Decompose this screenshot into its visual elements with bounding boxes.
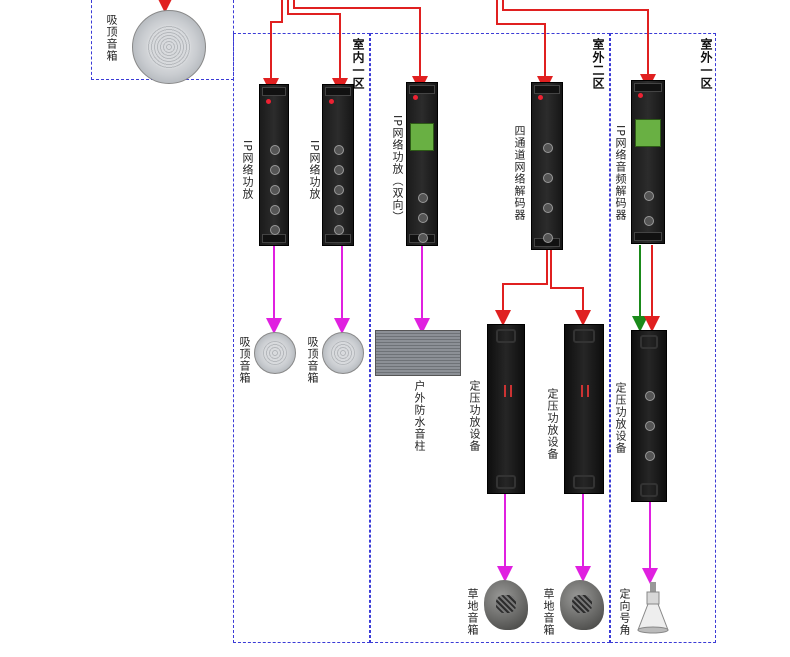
cv-amp-1-label: 定压功放设备 (468, 380, 481, 452)
zone-outdoor-1 (610, 33, 716, 643)
lawn-speaker-2 (560, 580, 604, 630)
top-ceiling-speaker-label: 吸顶音箱 (105, 14, 118, 62)
top-ceiling-speaker (132, 10, 206, 84)
ip-audio-decoder-label: IP网络音频解码器 (614, 125, 627, 221)
zone-indoor-1 (233, 33, 370, 643)
ip-amp-twoway-label: IP网络功放（双向） (391, 115, 404, 223)
zone-outdoor-2 (370, 33, 610, 643)
outdoor-column-label: 户外防水音柱 (413, 380, 426, 452)
lawn-speaker-1-label: 草地音箱 (466, 588, 479, 636)
lawn-speaker-2-label: 草地音箱 (542, 588, 555, 636)
horn-speaker (637, 582, 669, 634)
lawn-speaker-1 (484, 580, 528, 630)
ip-audio-decoder-device (631, 80, 665, 244)
quad-decoder-device (531, 82, 563, 250)
ceiling-speaker-2 (322, 332, 364, 374)
horn-label: 定向号角 (618, 588, 631, 636)
ceiling-speaker-2-label: 吸顶音箱 (306, 336, 319, 384)
outdoor-column-speaker (375, 330, 461, 376)
cv-amp-3-device (631, 330, 667, 502)
ip-amp-1-device (259, 84, 289, 246)
cv-amp-3-label: 定压功放设备 (614, 382, 627, 454)
zone-indoor-1-title: 室内一区 (351, 38, 365, 90)
ip-amp-twoway-device (406, 82, 438, 246)
zone-outdoor-2-title: 室外二区 (591, 38, 605, 90)
ip-amp-2-label: IP网络功放 (308, 140, 321, 200)
cv-amp-1-device (487, 324, 525, 494)
ip-amp-2-device (322, 84, 354, 246)
cv-amp-2-label: 定压功放设备 (546, 388, 559, 460)
ceiling-speaker-1-label: 吸顶音箱 (238, 336, 251, 384)
zone-outdoor-1-title: 室外一区 (699, 38, 713, 90)
quad-decoder-label: 四通道网络解码器 (513, 125, 526, 221)
ceiling-speaker-1 (254, 332, 296, 374)
ip-amp-1-label: IP网络功放 (241, 140, 254, 200)
cv-amp-2-device (564, 324, 604, 494)
